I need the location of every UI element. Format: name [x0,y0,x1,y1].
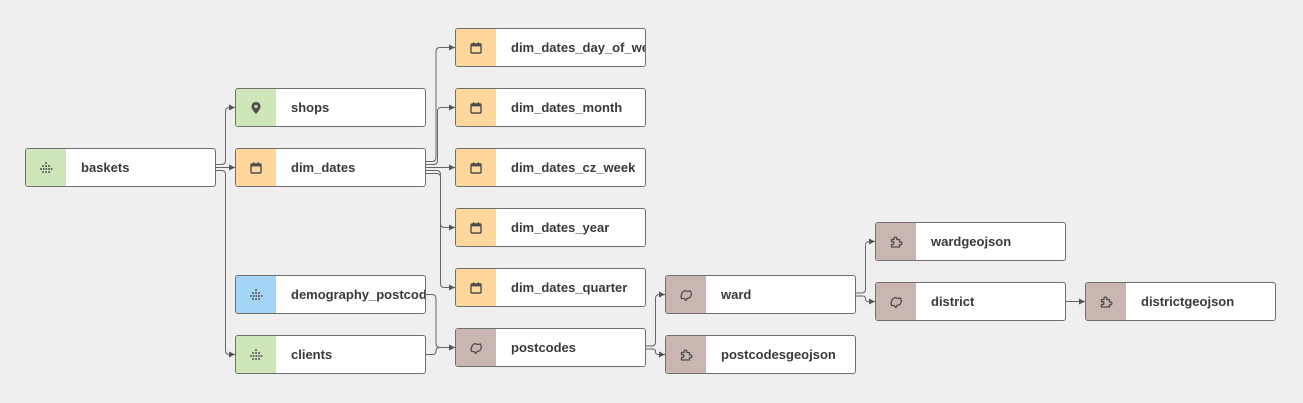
node-label: dim_dates_year [511,220,610,235]
node-districtgeojson[interactable]: districtgeojson [1085,282,1276,321]
node-label: district [931,294,975,309]
edge-dim_dates-to-dim_dates_day_of_week [426,44,455,162]
edge-demography_postcode-to-postcodes [426,294,455,351]
node-label: baskets [81,160,130,175]
puzzle-icon [1086,283,1126,320]
node-wardgeojson[interactable]: wardgeojson [875,222,1066,261]
node-label: wardgeojson [931,234,1012,249]
map-region-icon [876,283,916,320]
node-postcodesgeojson[interactable]: postcodesgeojson [665,335,856,374]
node-dim-dates[interactable]: dim_dates [235,148,426,187]
puzzle-icon [876,223,916,260]
edge-baskets-to-shops [216,104,235,165]
node-clients[interactable]: clients [235,335,426,374]
calendar-icon [456,89,496,126]
node-shops[interactable]: shops [235,88,426,127]
map-pin-icon [236,89,276,126]
node-postcodes[interactable]: postcodes [455,328,646,367]
edge-clients-to-postcodes [426,344,455,355]
node-label: dim_dates [291,160,356,175]
calendar-icon [456,209,496,246]
edge-dim_dates-to-dim_dates_month [426,104,455,165]
calendar-icon [236,149,276,186]
grid-dots-icon [236,336,276,373]
puzzle-icon [666,336,706,373]
node-baskets[interactable]: baskets [25,148,216,187]
calendar-icon [456,269,496,306]
node-dim-dates-quarter[interactable]: dim_dates_quarter [455,268,646,307]
node-ward[interactable]: ward [665,275,856,314]
edge-ward-to-wardgeojson [856,238,875,294]
node-dim-dates-cz-week[interactable]: dim_dates_cz_week [455,148,646,187]
node-dim-dates-month[interactable]: dim_dates_month [455,88,646,127]
node-label: dim_dates_day_of_we [511,40,645,55]
edge-baskets-to-clients [216,170,235,358]
edge-postcodes-to-postcodesgeojson [646,348,665,358]
node-label: dim_dates_month [511,100,623,115]
map-region-icon [666,276,706,313]
map-region-icon [456,329,496,366]
node-label: clients [291,347,333,362]
calendar-icon [456,149,496,186]
node-label: postcodesgeojson [721,347,836,362]
node-label: districtgeojson [1141,294,1235,309]
node-dim-dates-year[interactable]: dim_dates_year [455,208,646,247]
node-demography-postcode[interactable]: demography_postcod [235,275,426,314]
node-label: ward [721,287,752,302]
node-label: shops [291,100,330,115]
node-label: dim_dates_cz_week [511,160,636,175]
edge-ward-to-district [856,295,875,305]
node-label: postcodes [511,340,577,355]
grid-dots-icon [236,276,276,313]
calendar-icon [456,29,496,66]
edge-dim_dates-to-dim_dates_quarter [426,173,455,291]
node-label: dim_dates_quarter [511,280,628,295]
node-label: demography_postcod [291,287,425,302]
grid-dots-icon [26,149,66,186]
node-dim-dates-day-of-week[interactable]: dim_dates_day_of_we [455,28,646,67]
node-district[interactable]: district [875,282,1066,321]
edge-postcodes-to-ward [646,291,665,347]
